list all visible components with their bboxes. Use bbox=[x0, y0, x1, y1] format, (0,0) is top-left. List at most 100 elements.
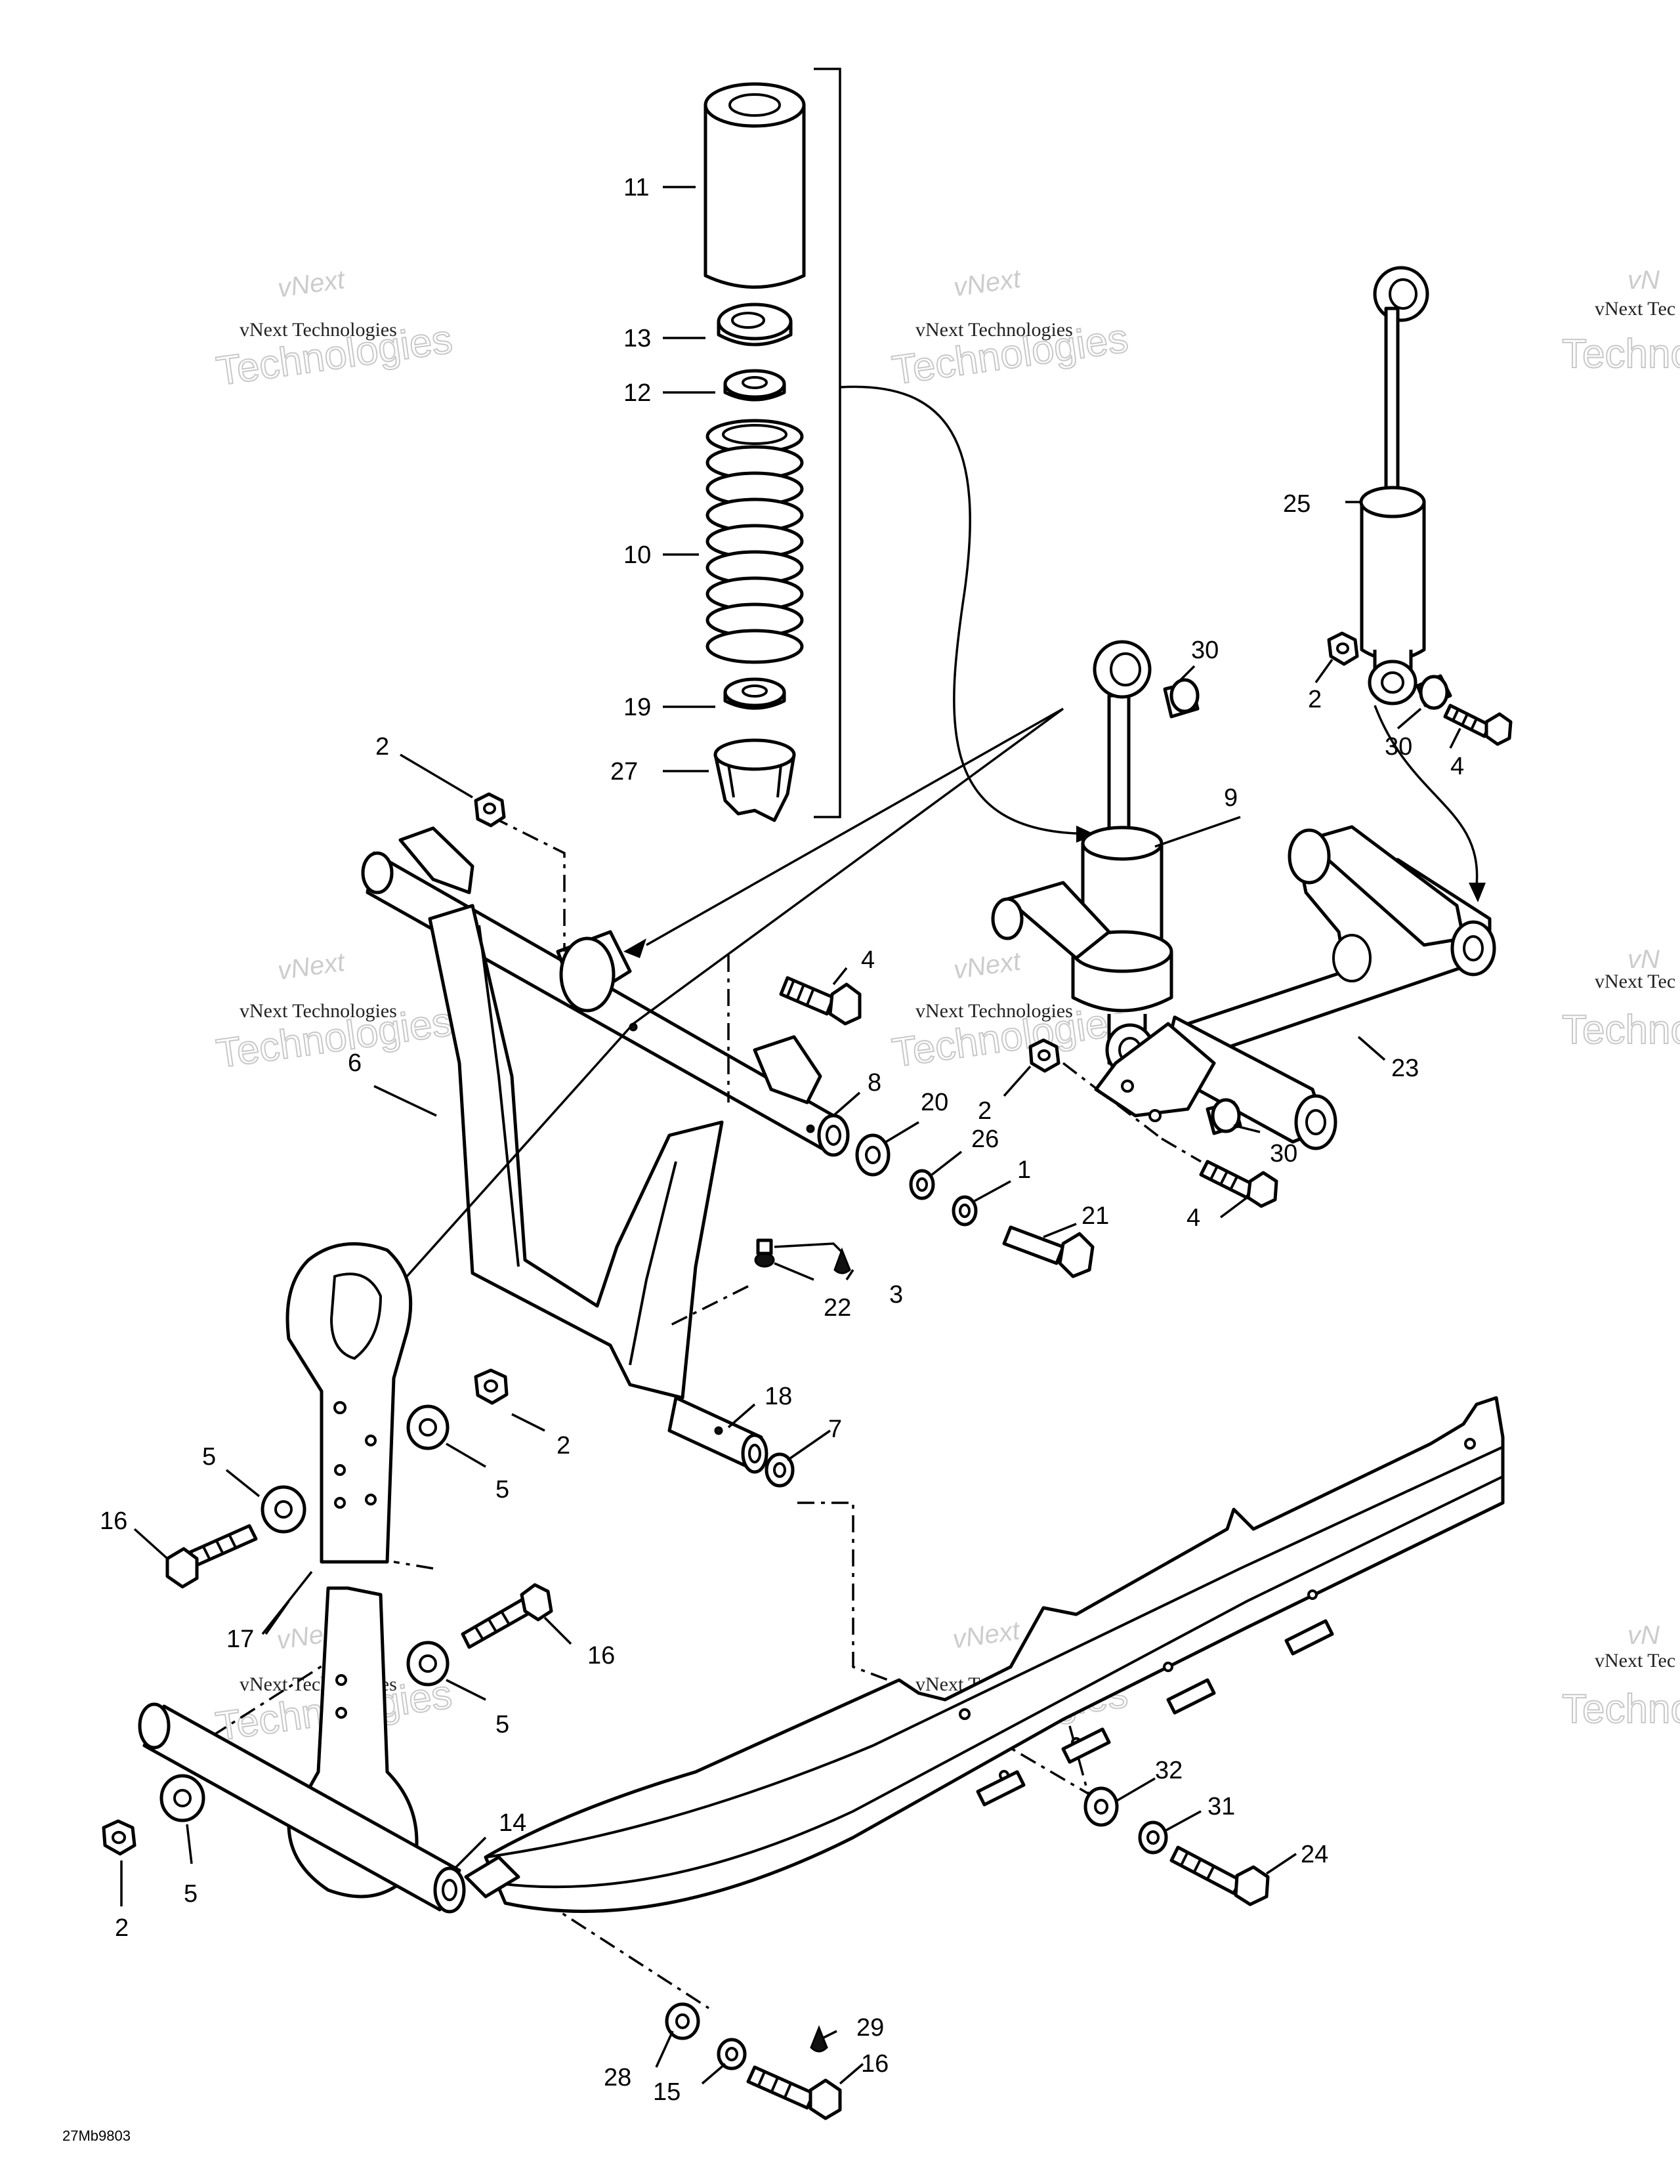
rail-slot-4 bbox=[1284, 1619, 1334, 1656]
collar-part-13 bbox=[717, 303, 793, 346]
bolt-part-24 bbox=[1169, 1845, 1270, 1906]
leader-22-to-3 bbox=[774, 1242, 845, 1255]
callout-28: 28 bbox=[604, 2064, 631, 2091]
nut-part-2-bottom bbox=[102, 1819, 136, 1856]
callout-12: 12 bbox=[623, 379, 651, 407]
washer-part-32 bbox=[1083, 1786, 1119, 1827]
svg-text:vNext: vNext bbox=[952, 264, 1023, 302]
callout-2-mid: 2 bbox=[556, 1432, 570, 1460]
callout-31: 31 bbox=[1208, 1793, 1235, 1820]
drawing-code: 27Mb9803 bbox=[62, 2128, 131, 2144]
callout-2-shock: 2 bbox=[978, 1097, 992, 1125]
bushing-part-30-c bbox=[1206, 1098, 1242, 1135]
callout-1: 1 bbox=[1017, 1156, 1031, 1184]
arm-body-edge-left bbox=[478, 925, 520, 1267]
svg-text:vNext Technologies: vNext Technologies bbox=[915, 319, 1073, 341]
svg-text:vNext: vNext bbox=[951, 1616, 1022, 1654]
centerline-link-upper bbox=[393, 1561, 434, 1570]
rail-hole-5 bbox=[1307, 1589, 1318, 1600]
rail-slot-3 bbox=[1166, 1678, 1216, 1715]
callout-4-shock25: 4 bbox=[1450, 753, 1464, 780]
rail-hole-1 bbox=[959, 1708, 971, 1720]
washer-part-5-b bbox=[406, 1404, 450, 1450]
leader-arm-to-shock bbox=[632, 707, 1064, 1025]
callout-4-lower: 4 bbox=[1186, 1204, 1200, 1232]
svg-text:vN: vN bbox=[1628, 945, 1660, 974]
callout-22: 22 bbox=[824, 1294, 851, 1322]
svg-text:vNext: vNext bbox=[276, 948, 347, 986]
leader-shock25-to-arm bbox=[1374, 705, 1479, 887]
washer-part-5-c bbox=[406, 1641, 450, 1687]
centerline-fitting22 bbox=[669, 1285, 749, 1327]
leader-arrowhead-arm bbox=[623, 938, 646, 958]
watermark-edge: vN vNext Tec Techno vN vNext Tec Techno … bbox=[1561, 266, 1680, 1732]
washer-26-hole bbox=[916, 1177, 928, 1192]
callout-7: 7 bbox=[828, 1416, 842, 1443]
threadlocker-part-29 bbox=[810, 2025, 828, 2053]
arm-top-bracket-left bbox=[398, 826, 474, 894]
spring-kit-group bbox=[704, 68, 1096, 843]
leader-arm-to-link bbox=[406, 1022, 635, 1278]
shock-absorber-part-25 bbox=[1359, 266, 1429, 705]
boot-part-11 bbox=[704, 82, 806, 289]
callout-14: 14 bbox=[499, 1809, 526, 1837]
washer-7-hole bbox=[773, 1462, 786, 1478]
callout-13: 13 bbox=[623, 325, 651, 352]
upper-shaft-bore bbox=[826, 1125, 841, 1146]
washer-20-hole bbox=[865, 1146, 881, 1164]
callout-17: 17 bbox=[226, 1626, 254, 1653]
callout-5-d: 5 bbox=[184, 1880, 198, 1908]
callout-10: 10 bbox=[623, 541, 651, 569]
callout-2-shock25: 2 bbox=[1308, 686, 1322, 713]
washer-part-5-a bbox=[261, 1485, 306, 1534]
callout-32: 32 bbox=[1155, 1757, 1183, 1784]
callout-26: 26 bbox=[971, 1125, 999, 1153]
shock-absorber-part-9 bbox=[1071, 640, 1173, 1077]
kit-bracket bbox=[814, 68, 841, 818]
svg-text:vNext Technologies: vNext Technologies bbox=[240, 319, 397, 341]
lower-shaft-grease-dot bbox=[714, 1426, 723, 1435]
arm-top-bracket-right bbox=[753, 1035, 822, 1104]
leader-shock-line bbox=[646, 707, 1064, 946]
leader-arrowhead-shock25 bbox=[1469, 883, 1486, 902]
svg-text:vNext Tec: vNext Tec bbox=[1595, 971, 1675, 992]
lock-washer-part-15 bbox=[717, 2038, 747, 2070]
bushing-part-30-a bbox=[1163, 678, 1200, 719]
link-part-17-upper bbox=[285, 1242, 413, 1564]
svg-text:vNext: vNext bbox=[276, 265, 347, 303]
callout-8: 8 bbox=[868, 1069, 881, 1097]
centerline-link-lower bbox=[196, 1652, 342, 1747]
callout-20: 20 bbox=[921, 1089, 948, 1116]
svg-text:vNext Tec: vNext Tec bbox=[1595, 298, 1675, 320]
svg-text:Techno: Techno bbox=[1562, 331, 1680, 377]
callout-2-top: 2 bbox=[375, 733, 389, 761]
svg-text:vNext Technologies: vNext Technologies bbox=[240, 1000, 397, 1022]
bolt-part-16-bottom bbox=[746, 2065, 842, 2120]
kit-arrowhead bbox=[1076, 826, 1096, 843]
callout-30-b: 30 bbox=[1385, 733, 1412, 761]
bolt-part-4-lower bbox=[1199, 1160, 1278, 1208]
callout-5-a: 5 bbox=[202, 1443, 216, 1471]
rail-slot-1 bbox=[976, 1770, 1026, 1807]
nut-part-2-shock bbox=[1028, 1038, 1060, 1073]
nut-part-2-shock25 bbox=[1327, 631, 1359, 666]
lock-washer-1-hole bbox=[959, 1204, 971, 1218]
shaft-part-14 bbox=[138, 1702, 466, 1914]
upper-shaft-end-left bbox=[361, 851, 394, 894]
callout-30-a: 30 bbox=[1191, 637, 1219, 664]
bolt-part-21 bbox=[1002, 1225, 1095, 1278]
callout-4-upper: 4 bbox=[861, 946, 875, 974]
svg-text:Techno: Techno bbox=[1562, 1687, 1680, 1732]
callout-labels: 11 13 12 10 19 27 2 6 4 8 20 26 1 21 3 2… bbox=[100, 174, 1464, 2106]
svg-text:vNext Technologies: vNext Technologies bbox=[915, 1000, 1073, 1022]
upper-shaft-hardware bbox=[754, 1133, 1095, 1488]
callout-9: 9 bbox=[1224, 784, 1238, 812]
bolt-part-4-shock25 bbox=[1443, 704, 1513, 746]
callout-5-c: 5 bbox=[495, 1711, 509, 1738]
svg-text:vNext: vNext bbox=[952, 946, 1023, 984]
callout-30-c: 30 bbox=[1270, 1140, 1297, 1167]
suspension-arm-group bbox=[361, 826, 850, 1474]
centerline-shock-nut bbox=[1062, 1062, 1163, 1140]
washer-part-19 bbox=[723, 677, 786, 710]
